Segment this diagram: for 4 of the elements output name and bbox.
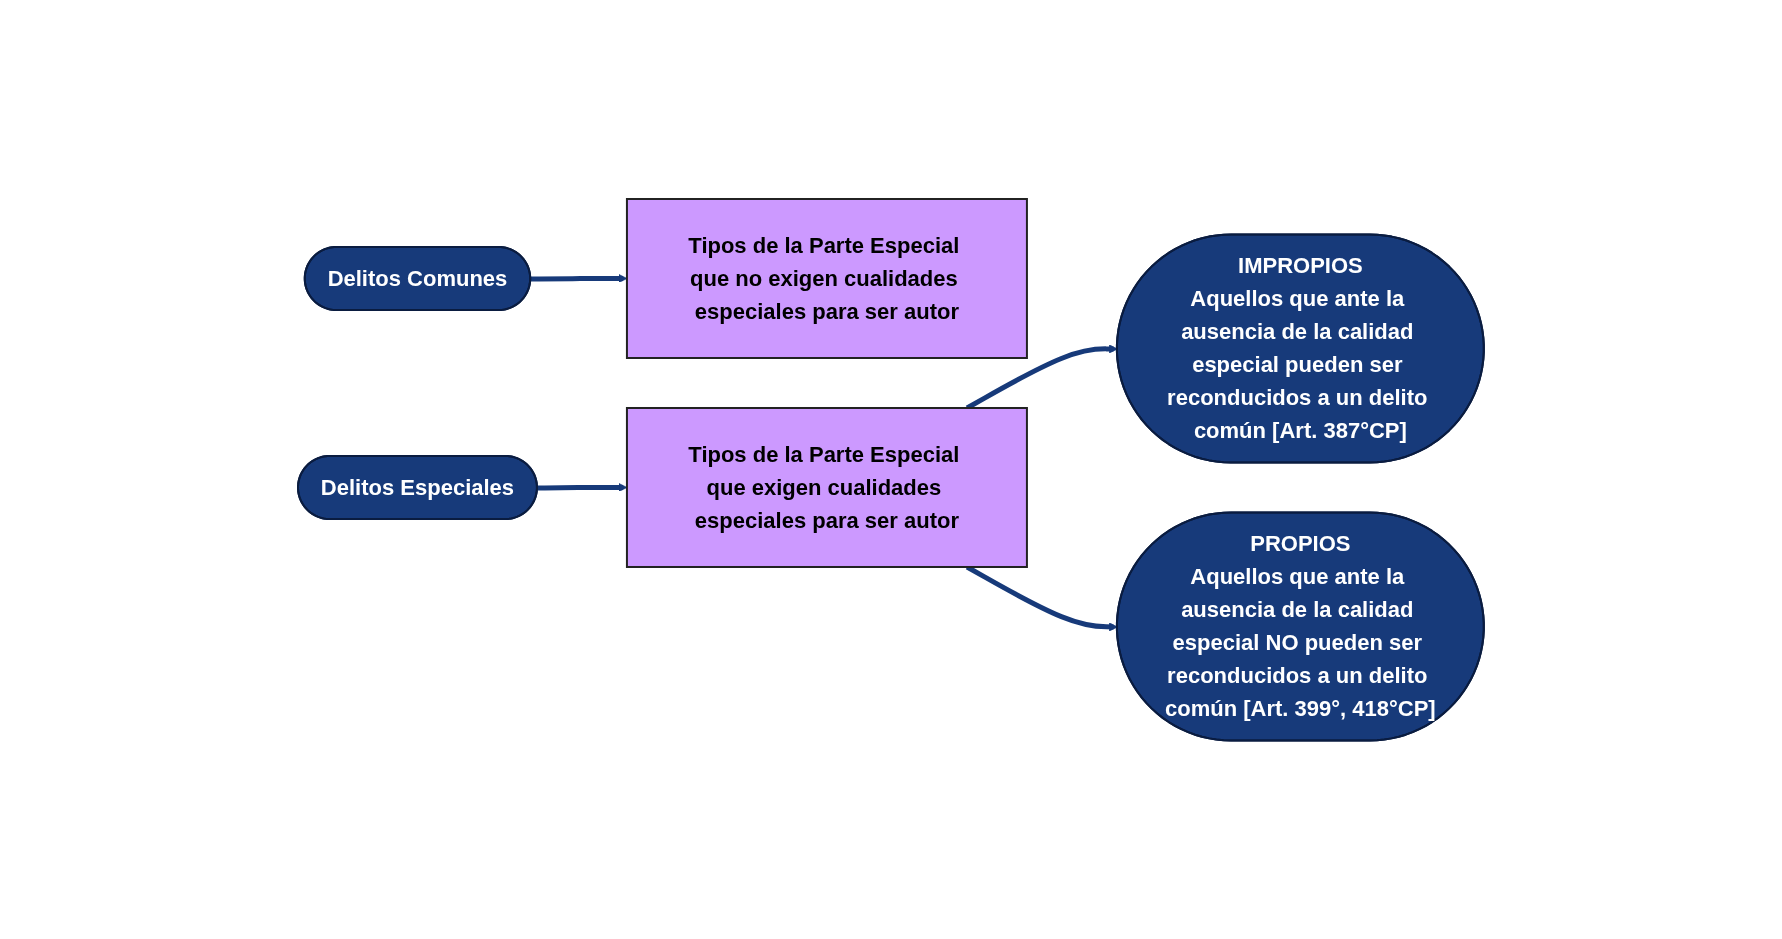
arrow [530,273,628,283]
node-box: Tipos de la Parte Especial que no exigen cualidades especiales para ser autor [626,197,1028,359]
node-box: Tipos de la Parte Especial que exigen cualidades especiales para ser autor [626,406,1028,568]
arrow [537,482,628,492]
